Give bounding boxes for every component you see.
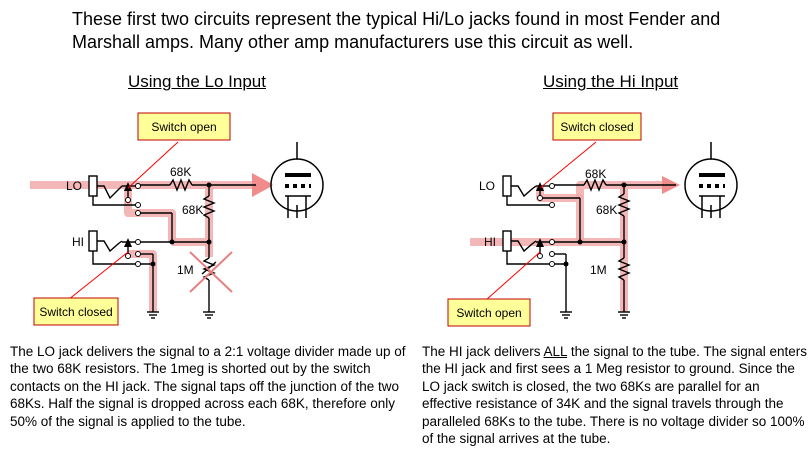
right-label-r-series: 68K [585,167,606,181]
left-signal-arrow [252,173,274,197]
right-description-pre: The HI jack delivers [422,344,544,359]
left-callout-top: Switch open [137,112,231,141]
intro-text: These first two circuits represent the t… [72,9,721,52]
right-circuit: Switch closed Switch open LO HI 68K 68K … [447,112,738,327]
left-description: The LO jack delivers the signal to a 2:1… [10,344,406,429]
right-signal-path [470,181,665,312]
right-callout-top-text: Switch closed [560,120,633,134]
left-callout-top-text: Switch open [151,120,216,134]
right-tube-icon [684,142,738,218]
right-caption: Using the Hi Input [543,72,679,91]
right-label-hi: HI [484,235,496,249]
right-callout-bottom-text: Switch open [456,306,521,320]
right-callout-top: Switch closed [552,112,642,141]
left-callout-bottom-text: Switch closed [39,305,112,319]
right-description-emphasis: ALL [543,344,568,359]
right-label-lo: LO [479,179,495,193]
left-signal-path [30,181,256,312]
right-description: The HI jack delivers ALL the signal to t… [422,343,812,447]
left-caption: Using the Lo Input [128,72,266,91]
left-cross-mark [189,251,233,293]
circuit-diagrams: Switch open Switch closed LO HI 68K 68K … [30,112,738,327]
right-description-post: the signal to the tube. The signal enter… [422,344,807,447]
left-circuit: Switch open Switch closed LO HI 68K 68K … [30,112,324,326]
right-label-r-shunt: 68K [596,203,617,217]
right-callout-bottom: Switch open [447,298,531,327]
left-tube-icon [270,142,324,218]
left-callout-bottom: Switch closed [33,297,119,326]
left-label-r-shunt: 68K [182,203,203,217]
left-label-lo: LO [66,179,82,193]
left-label-r-series: 68K [170,165,191,179]
left-label-hi: HI [72,235,84,249]
right-label-r-ground: 1M [590,263,607,277]
left-label-r-ground: 1M [177,263,194,277]
